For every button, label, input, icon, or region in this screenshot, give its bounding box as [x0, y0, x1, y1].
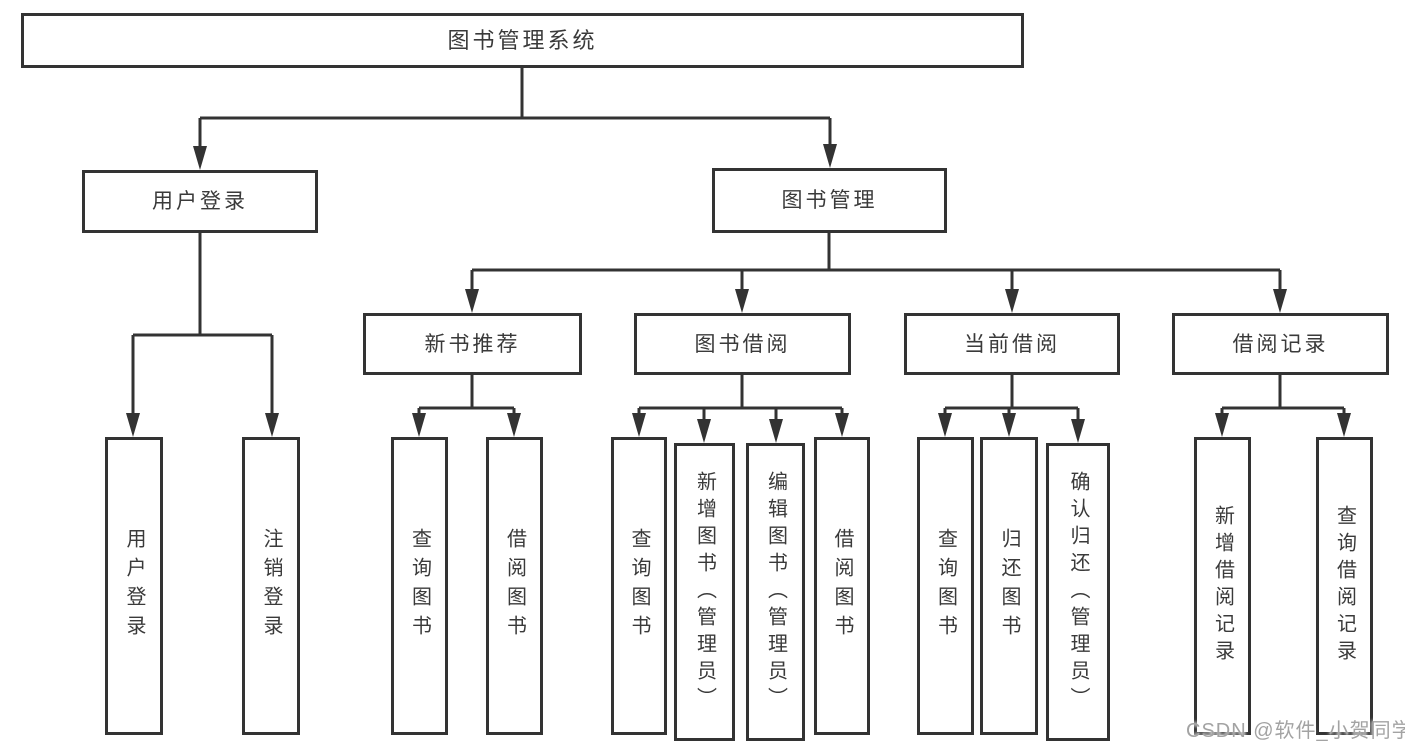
- leaf-label: 注销登录: [260, 528, 282, 644]
- leaf-add-book-admin: 新增图书（管理员）: [674, 443, 735, 741]
- watermark: CSDN @软件_小贺同学: [1186, 720, 1405, 742]
- node-label: 图书管理系统: [447, 27, 598, 53]
- leaf-search-books-recommend: 查询图书: [391, 437, 448, 735]
- leaf-add-borrow-record: 新增借阅记录: [1194, 437, 1251, 735]
- leaf-search-books-borrow: 查询图书: [611, 437, 667, 735]
- node-label: 当前借阅: [964, 332, 1060, 356]
- node-borrow-records: 借阅记录: [1172, 313, 1389, 375]
- leaf-borrow-books-recommend: 借阅图书: [486, 437, 543, 735]
- node-label: 新书推荐: [424, 332, 521, 356]
- node-label: 用户登录: [152, 190, 248, 213]
- leaf-label: 新增图书（管理员）: [693, 470, 716, 714]
- leaf-label: 查询图书: [934, 528, 957, 644]
- node-label: 图书借阅: [694, 332, 791, 356]
- node-label: 图书管理: [781, 189, 878, 212]
- leaf-user-login: 用户登录: [105, 437, 163, 735]
- leaf-label: 编辑图书（管理员）: [764, 470, 787, 714]
- leaf-logout: 注销登录: [242, 437, 300, 735]
- leaf-return-books: 归还图书: [980, 437, 1038, 735]
- leaf-label: 归还图书: [998, 528, 1020, 644]
- node-user-login: 用户登录: [82, 170, 318, 233]
- connector-line: [131, 68, 1346, 427]
- node-label: 借阅记录: [1232, 332, 1329, 356]
- leaf-search-books-current: 查询图书: [917, 437, 974, 735]
- leaf-borrow-books-borrow: 借阅图书: [814, 437, 870, 735]
- node-new-book-recommend: 新书推荐: [363, 313, 582, 375]
- leaf-label: 新增借阅记录: [1211, 505, 1234, 667]
- leaf-label: 确认归还（管理员）: [1067, 470, 1089, 714]
- node-current-borrow: 当前借阅: [904, 313, 1120, 375]
- arrowhead-icon: [126, 144, 1351, 443]
- leaf-label: 查询借阅记录: [1333, 505, 1356, 667]
- leaf-search-borrow-record: 查询借阅记录: [1316, 437, 1373, 735]
- leaf-label: 用户登录: [123, 528, 145, 644]
- leaf-label: 借阅图书: [503, 528, 526, 644]
- leaf-edit-book-admin: 编辑图书（管理员）: [746, 443, 805, 741]
- leaf-label: 查询图书: [628, 528, 650, 644]
- leaf-label: 借阅图书: [831, 528, 853, 644]
- leaf-label: 查询图书: [408, 528, 431, 644]
- leaf-confirm-return-admin: 确认归还（管理员）: [1046, 443, 1110, 741]
- node-book-borrow: 图书借阅: [634, 313, 851, 375]
- node-library-management-system: 图书管理系统: [21, 13, 1024, 68]
- node-book-management: 图书管理: [712, 168, 947, 233]
